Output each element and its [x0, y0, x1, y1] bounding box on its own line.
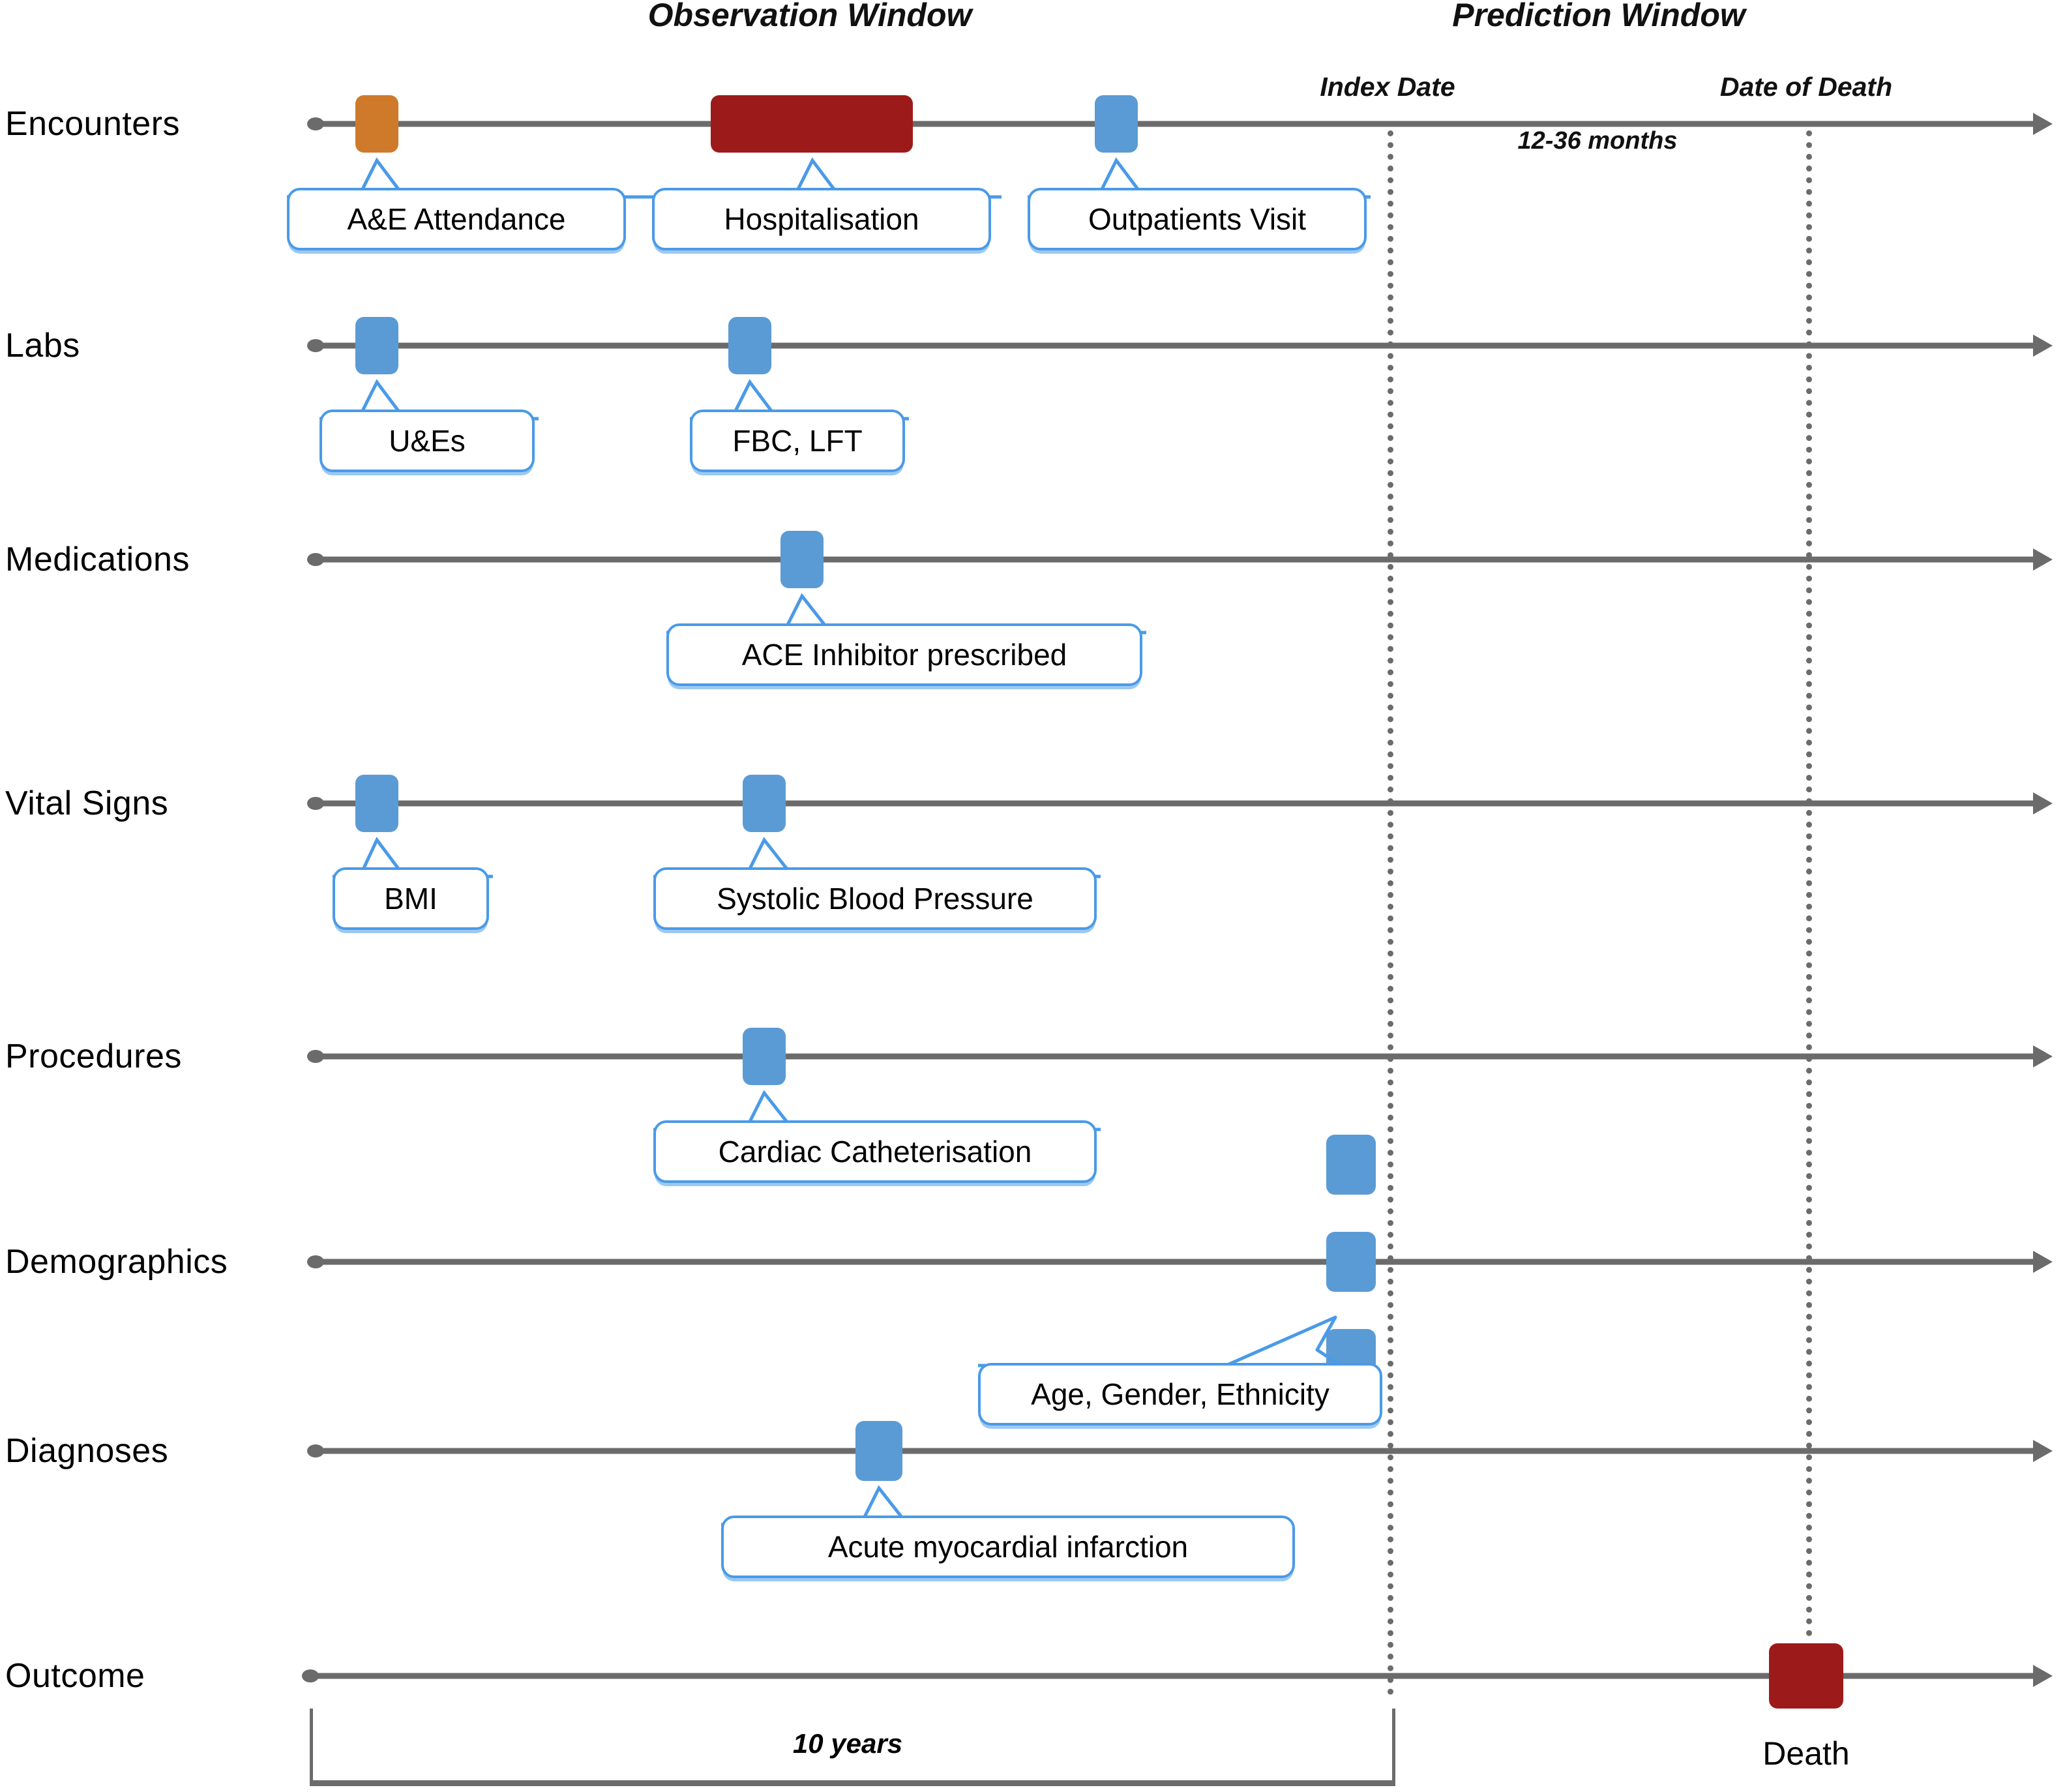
- axis-start-dot-procedures: [307, 1050, 324, 1063]
- date-of-death-guide-line: [1806, 130, 1812, 1637]
- observation-span-label: 10 years: [792, 1728, 903, 1759]
- marker-fbc-lft[interactable]: [728, 317, 771, 374]
- callout-ae-attendance[interactable]: A&E Attendance: [287, 188, 626, 250]
- callout-ues[interactable]: U&Es: [319, 410, 535, 472]
- callout-systolic-blood-pressure[interactable]: Systolic Blood Pressure: [653, 867, 1097, 930]
- index-date-label: Index Date: [1320, 72, 1455, 102]
- prediction-span-label: 12-36 months: [1517, 127, 1678, 155]
- marker-systolic-blood-pressure[interactable]: [743, 775, 786, 832]
- axis-arrow-demographics: [2033, 1251, 2053, 1273]
- callout-fbc-lft[interactable]: FBC, LFT: [690, 410, 905, 472]
- axis-procedures: [312, 1053, 2033, 1060]
- row-label-medications: Medications: [5, 541, 190, 578]
- callout-ace-inhibitor[interactable]: ACE Inhibitor prescribed: [666, 623, 1142, 686]
- row-label-procedures: Procedures: [5, 1038, 182, 1075]
- callout-hospitalisation[interactable]: Hospitalisation: [652, 188, 991, 250]
- marker-acute-myocardial-infarction[interactable]: [855, 1421, 902, 1481]
- marker-ae-attendance[interactable]: [355, 95, 398, 153]
- index-date-guide-line: [1388, 130, 1393, 1695]
- axis-start-dot-encounters: [307, 117, 324, 130]
- marker-cardiac-catheterisation[interactable]: [743, 1028, 786, 1085]
- callout-cardiac-catheterisation[interactable]: Cardiac Catheterisation: [653, 1120, 1097, 1183]
- marker-ues[interactable]: [355, 317, 398, 374]
- axis-vital-signs: [312, 800, 2033, 807]
- marker-hospitalisation[interactable]: [711, 95, 913, 153]
- death-label: Death: [1762, 1735, 1850, 1772]
- axis-arrow-procedures: [2033, 1045, 2053, 1068]
- axis-start-dot-demographics: [307, 1255, 324, 1268]
- date-of-death-label: Date of Death: [1719, 72, 1893, 102]
- axis-arrow-diagnoses: [2033, 1440, 2053, 1462]
- axis-labs: [312, 342, 2033, 349]
- row-label-labs: Labs: [5, 327, 80, 365]
- callout-acute-myocardial-infarction[interactable]: Acute myocardial infarction: [721, 1516, 1295, 1578]
- row-label-diagnoses: Diagnoses: [5, 1432, 169, 1470]
- axis-arrow-outcome: [2033, 1665, 2053, 1687]
- row-label-outcome: Outcome: [5, 1657, 145, 1695]
- marker-outpatients-visit[interactable]: [1095, 95, 1138, 153]
- marker-death[interactable]: [1769, 1643, 1843, 1709]
- axis-arrow-labs: [2033, 335, 2053, 357]
- axis-demographics: [312, 1259, 2033, 1265]
- axis-arrow-encounters: [2033, 113, 2053, 135]
- row-label-demographics: Demographics: [5, 1243, 228, 1281]
- row-label-encounters: Encounters: [5, 105, 181, 143]
- marker-demographics-gender[interactable]: [1326, 1232, 1376, 1292]
- callout-outpatients-visit[interactable]: Outpatients Visit: [1028, 188, 1367, 250]
- callout-bmi[interactable]: BMI: [333, 867, 489, 930]
- observation-window-brace: [310, 1709, 1395, 1786]
- marker-ace-inhibitor[interactable]: [780, 531, 824, 588]
- axis-medications: [312, 556, 2033, 563]
- axis-arrow-medications: [2033, 548, 2053, 571]
- marker-demographics-age[interactable]: [1326, 1135, 1376, 1195]
- marker-bmi[interactable]: [355, 775, 398, 832]
- axis-encounters: [312, 121, 2033, 127]
- row-label-vital-signs: Vital Signs: [5, 784, 169, 822]
- axis-diagnoses: [312, 1448, 2033, 1454]
- axis-arrow-vital-signs: [2033, 792, 2053, 814]
- observation-window-title: Observation Window: [647, 0, 972, 33]
- prediction-window-title: Prediction Window: [1452, 0, 1746, 33]
- axis-outcome: [306, 1673, 2033, 1679]
- callout-age-gender-ethnicity[interactable]: Age, Gender, Ethnicity: [978, 1363, 1382, 1426]
- axis-start-dot-medications: [307, 553, 324, 566]
- axis-start-dot-vital-signs: [307, 797, 324, 810]
- callout-tail-age-gender-ethnicity: [978, 1315, 1342, 1367]
- axis-start-dot-labs: [307, 339, 324, 352]
- axis-start-dot-diagnoses: [307, 1444, 324, 1457]
- axis-start-dot-outcome: [302, 1669, 319, 1682]
